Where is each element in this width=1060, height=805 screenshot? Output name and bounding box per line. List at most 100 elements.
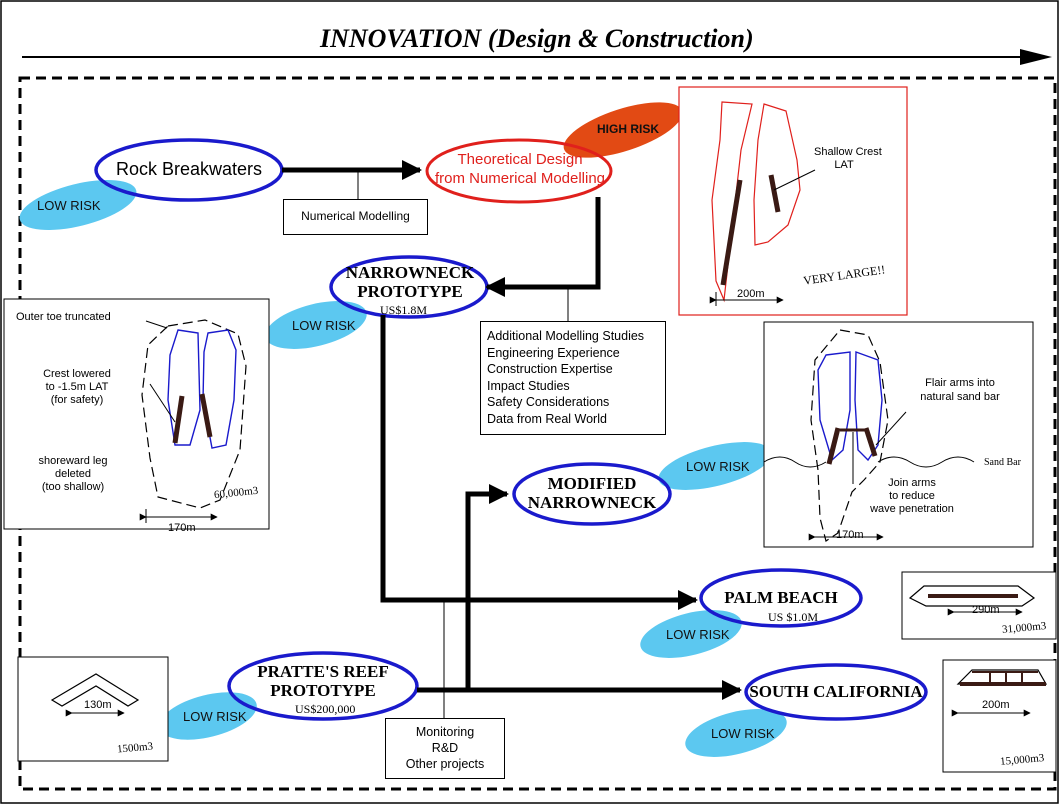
additional-item: Engineering Experience	[487, 345, 620, 360]
monitoring-item: Other projects	[405, 757, 485, 771]
low-risk-blob-5	[159, 692, 257, 740]
modified-line-2: NARROWNECK	[527, 493, 657, 512]
inset-prattes	[17, 656, 169, 762]
low-risk-label-5: LOW RISK	[183, 709, 247, 724]
rock-breakwaters-label: Rock Breakwaters	[115, 159, 263, 179]
vl-annotation: Shallow Crest LAT	[814, 146, 882, 172]
prattes-line-2: PROTOTYPE	[270, 681, 376, 700]
nn-pointer-toe	[145, 320, 168, 329]
modified-narrowneck-label: MODIFIED NARROWNECK	[514, 474, 670, 512]
sc-scale-label: 200m	[982, 699, 1010, 711]
md-flair-line-1: Flair arms into	[925, 377, 995, 389]
vl-pointer	[773, 169, 816, 191]
vl-annotation-line-2: LAT	[834, 159, 854, 171]
numerical-modelling-label: Numerical Modelling	[301, 209, 410, 223]
prattes-cost: US$200,000	[295, 702, 356, 716]
additional-item: Impact Studies	[487, 378, 570, 393]
inset-very-large	[678, 86, 908, 316]
nn-left-arm	[172, 395, 185, 444]
low-risk-blob-4	[640, 610, 742, 658]
low-risk-label-4: LOW RISK	[666, 627, 730, 642]
vl-left-arm	[720, 179, 743, 286]
narrowneck-line-1: NARROWNECK	[345, 263, 475, 282]
nn-crest-line-2: to -1.5m LAT	[45, 381, 109, 393]
arrow-theory-to-narrowneck	[485, 197, 601, 297]
high-risk-label: HIGH RISK	[597, 122, 660, 136]
prattes-reef-node	[227, 651, 419, 721]
inset-narrowneck-design	[3, 298, 270, 530]
pr-scale-label: 130m	[84, 699, 112, 711]
low-risk-label-3: LOW RISK	[686, 459, 750, 474]
vl-right-arm	[768, 174, 781, 213]
monitoring-list: Monitoring R&D Other projects	[386, 724, 504, 772]
md-outline	[810, 329, 889, 542]
south-california-node	[744, 663, 928, 721]
high-risk-blob	[563, 102, 683, 158]
additional-box: Additional Modelling Studies Engineering…	[480, 321, 666, 435]
prattes-line-1: PRATTE'S REEF	[257, 662, 389, 681]
md-flair-note: Flair arms into natural sand bar	[915, 376, 1005, 404]
md-join-note: Join arms to reduce wave penetration	[860, 477, 964, 516]
low-risk-blob-1	[19, 179, 137, 231]
prattes-reef-label: PRATTE'S REEF PROTOTYPE	[230, 662, 416, 700]
narrowneck-cost: US$1.8M	[380, 303, 428, 317]
page-title: INNOVATION (Design & Construction)	[320, 24, 754, 53]
monitoring-item: Monitoring	[415, 725, 475, 739]
nn-right-lobe	[202, 329, 237, 449]
vl-scale-label: 200m	[737, 288, 765, 300]
monitoring-box: Monitoring R&D Other projects	[385, 718, 505, 779]
low-risk-label-2: LOW RISK	[292, 318, 356, 333]
low-risk-label-6: LOW RISK	[711, 726, 775, 741]
narrowneck-label: NARROWNECK PROTOTYPE	[332, 263, 488, 301]
nn-scale-label: 170m	[168, 522, 196, 534]
md-pointer-flair	[875, 411, 907, 446]
vl-right-lobe	[753, 103, 801, 246]
pb-scale-label: 290m	[972, 604, 1000, 616]
numerical-modelling-box: Numerical Modelling	[283, 199, 428, 235]
theoretical-design-node	[425, 138, 613, 204]
md-join-line-1: Join arms	[888, 477, 936, 489]
pb-outline	[908, 585, 1036, 607]
nn-shore-line-1: shoreward leg	[38, 455, 108, 467]
theoretical-line-2: from Numerical Modelling	[434, 170, 606, 187]
modified-line-1: MODIFIED	[547, 474, 637, 493]
nn-pointer-crest	[149, 383, 176, 423]
narrowneck-line-2: PROTOTYPE	[357, 282, 463, 301]
inset-modified-design	[763, 321, 1034, 548]
nn-outer-toe: Outer toe truncated	[16, 311, 111, 323]
low-risk-blob-3	[658, 442, 772, 490]
nn-shore-line-3: (too shallow)	[41, 481, 105, 493]
arrow-prattes-to-modified	[465, 484, 509, 690]
additional-item: Construction Expertise	[487, 362, 613, 376]
modified-narrowneck-node	[512, 462, 672, 526]
low-risk-blob-2	[265, 301, 367, 349]
theoretical-design-label: Theoretical Design from Numerical Modell…	[430, 150, 610, 188]
nn-shore-line-2: deleted	[54, 468, 92, 480]
md-right-arm	[863, 427, 878, 457]
additional-list: Additional Modelling Studies Engineering…	[487, 328, 644, 427]
additional-item: Additional Modelling Studies	[487, 329, 645, 343]
md-flair-line-2: natural sand bar	[920, 391, 1000, 403]
additional-item: Data from Real World	[487, 411, 607, 426]
title-arrowhead	[1020, 49, 1052, 65]
vl-annotation-line-1: Shallow Crest	[814, 146, 882, 158]
palm-beach-label: PALM BEACH	[724, 588, 838, 607]
nn-crest-line-1: Crest lowered	[43, 368, 111, 380]
nn-right-arm	[199, 393, 213, 438]
nn-crest-line-3: (for safety)	[50, 394, 104, 406]
pr-chevron	[50, 673, 140, 707]
palm-beach-cost: US $1.0M	[768, 610, 819, 624]
md-left-arm	[826, 427, 841, 465]
additional-item: Safety Considerations	[487, 395, 610, 409]
arrow-narrowneck-to-palm	[380, 315, 698, 610]
nn-left-lobe	[167, 329, 201, 446]
md-join-line-2: to reduce	[889, 490, 935, 502]
monitoring-item: R&D	[431, 741, 459, 755]
md-left-lobe	[817, 351, 851, 462]
south-california-label: SOUTH CALIFORNIA	[749, 682, 923, 701]
nn-crest-note: Crest lowered to -1.5m LAT (for safety)	[22, 368, 132, 407]
low-risk-blob-6	[685, 709, 787, 757]
